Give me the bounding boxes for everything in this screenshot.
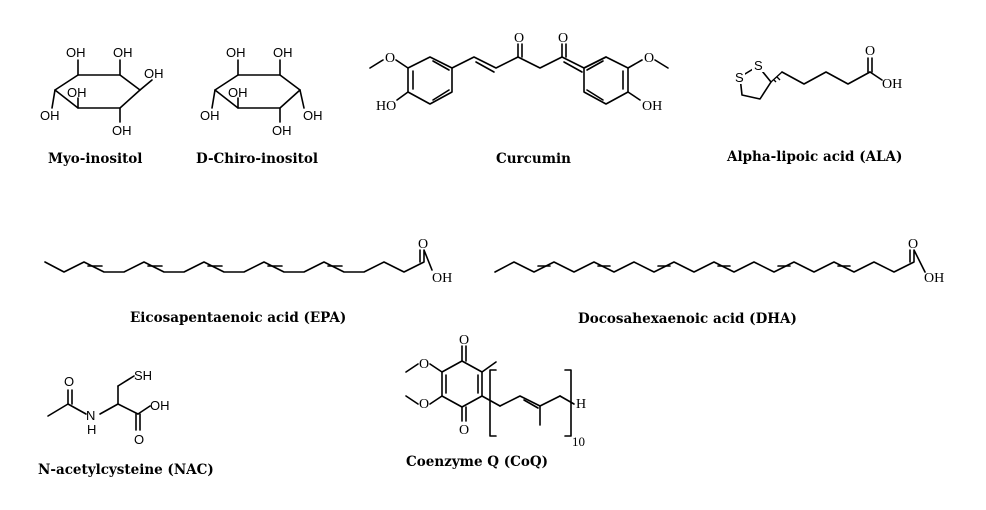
chiro-oh-2: OH [273, 45, 293, 60]
coq-repeat-subscript: 10 [572, 434, 585, 449]
myo-oh-3: OH [144, 66, 164, 81]
curcumin-ho-left: HO [376, 99, 396, 114]
coenzyme-q-structure: O O O O H 10 [405, 333, 586, 449]
epa-oh: OH [432, 271, 452, 286]
curcumin-oh-right: OH [642, 99, 662, 114]
coq-o-top: O [459, 333, 469, 348]
coq-o-methoxy-1: O [419, 357, 429, 372]
ala-s-1: S [754, 58, 763, 73]
chiro-oh-1: OH [226, 45, 246, 60]
dha-oh: OH [924, 271, 944, 286]
ala-s-2: S [735, 70, 744, 85]
ala-oh: OH [882, 77, 902, 92]
coq-o-bottom: O [459, 423, 469, 438]
ala-o-carbonyl: O [865, 44, 875, 59]
label-myo-inositol: Myo-inositol [48, 151, 142, 167]
epa-o-carbonyl: O [418, 237, 428, 252]
curcumin-o-keto-1: O [514, 31, 524, 46]
chiro-oh-4: OH [200, 108, 220, 123]
curcumin-o-keto-2: O [558, 31, 568, 46]
myo-oh-6: OH [112, 123, 132, 138]
nac-n: N [86, 408, 95, 423]
dha-o-carbonyl: O [908, 237, 918, 252]
nac-nh: H [87, 422, 96, 437]
myo-oh-4: OH [67, 85, 87, 100]
chiro-oh-5: OH [272, 123, 292, 138]
label-alpha-lipoic-acid: Alpha-lipoic acid (ALA) [726, 149, 902, 165]
nac-o-acetyl: O [64, 374, 74, 389]
nac-o-carbonyl: O [134, 432, 144, 447]
epa-structure: O OH [44, 237, 452, 286]
curcumin-structure: O HO O O O OH [369, 31, 669, 114]
curcumin-o-methoxy-right: O [644, 51, 654, 66]
nac-sh: SH [134, 368, 152, 383]
label-curcumin: Curcumin [496, 151, 571, 167]
myo-oh-5: OH [40, 108, 60, 123]
alpha-lipoic-acid-structure: S S O OH [733, 44, 902, 100]
curcumin-o-methoxy-left: O [385, 51, 395, 66]
coq-o-methoxy-2: O [419, 397, 429, 412]
myo-oh-2: OH [113, 45, 133, 60]
d-chiro-inositol-structure: OH OH OH OH OH OH [200, 45, 323, 138]
label-epa: Eicosapentaenoic acid (EPA) [130, 310, 346, 326]
chiro-oh-3: OH [228, 85, 248, 100]
coq-h-terminal: H [576, 397, 586, 412]
label-d-chiro-inositol: D-Chiro-inositol [196, 151, 318, 167]
label-dha: Docosahexaenoic acid (DHA) [578, 311, 797, 327]
dha-structure: O OH [494, 237, 944, 286]
myo-oh-1: OH [66, 45, 86, 60]
label-coenzyme-q: Coenzyme Q (CoQ) [406, 454, 548, 470]
nac-structure: O N H SH OH O [47, 368, 170, 447]
nac-oh: OH [150, 398, 170, 413]
chiro-oh-6: OH [303, 108, 323, 123]
label-nac: N-acetylcysteine (NAC) [38, 462, 214, 478]
myo-inositol-structure: OH OH OH OH OH OH [40, 45, 164, 138]
